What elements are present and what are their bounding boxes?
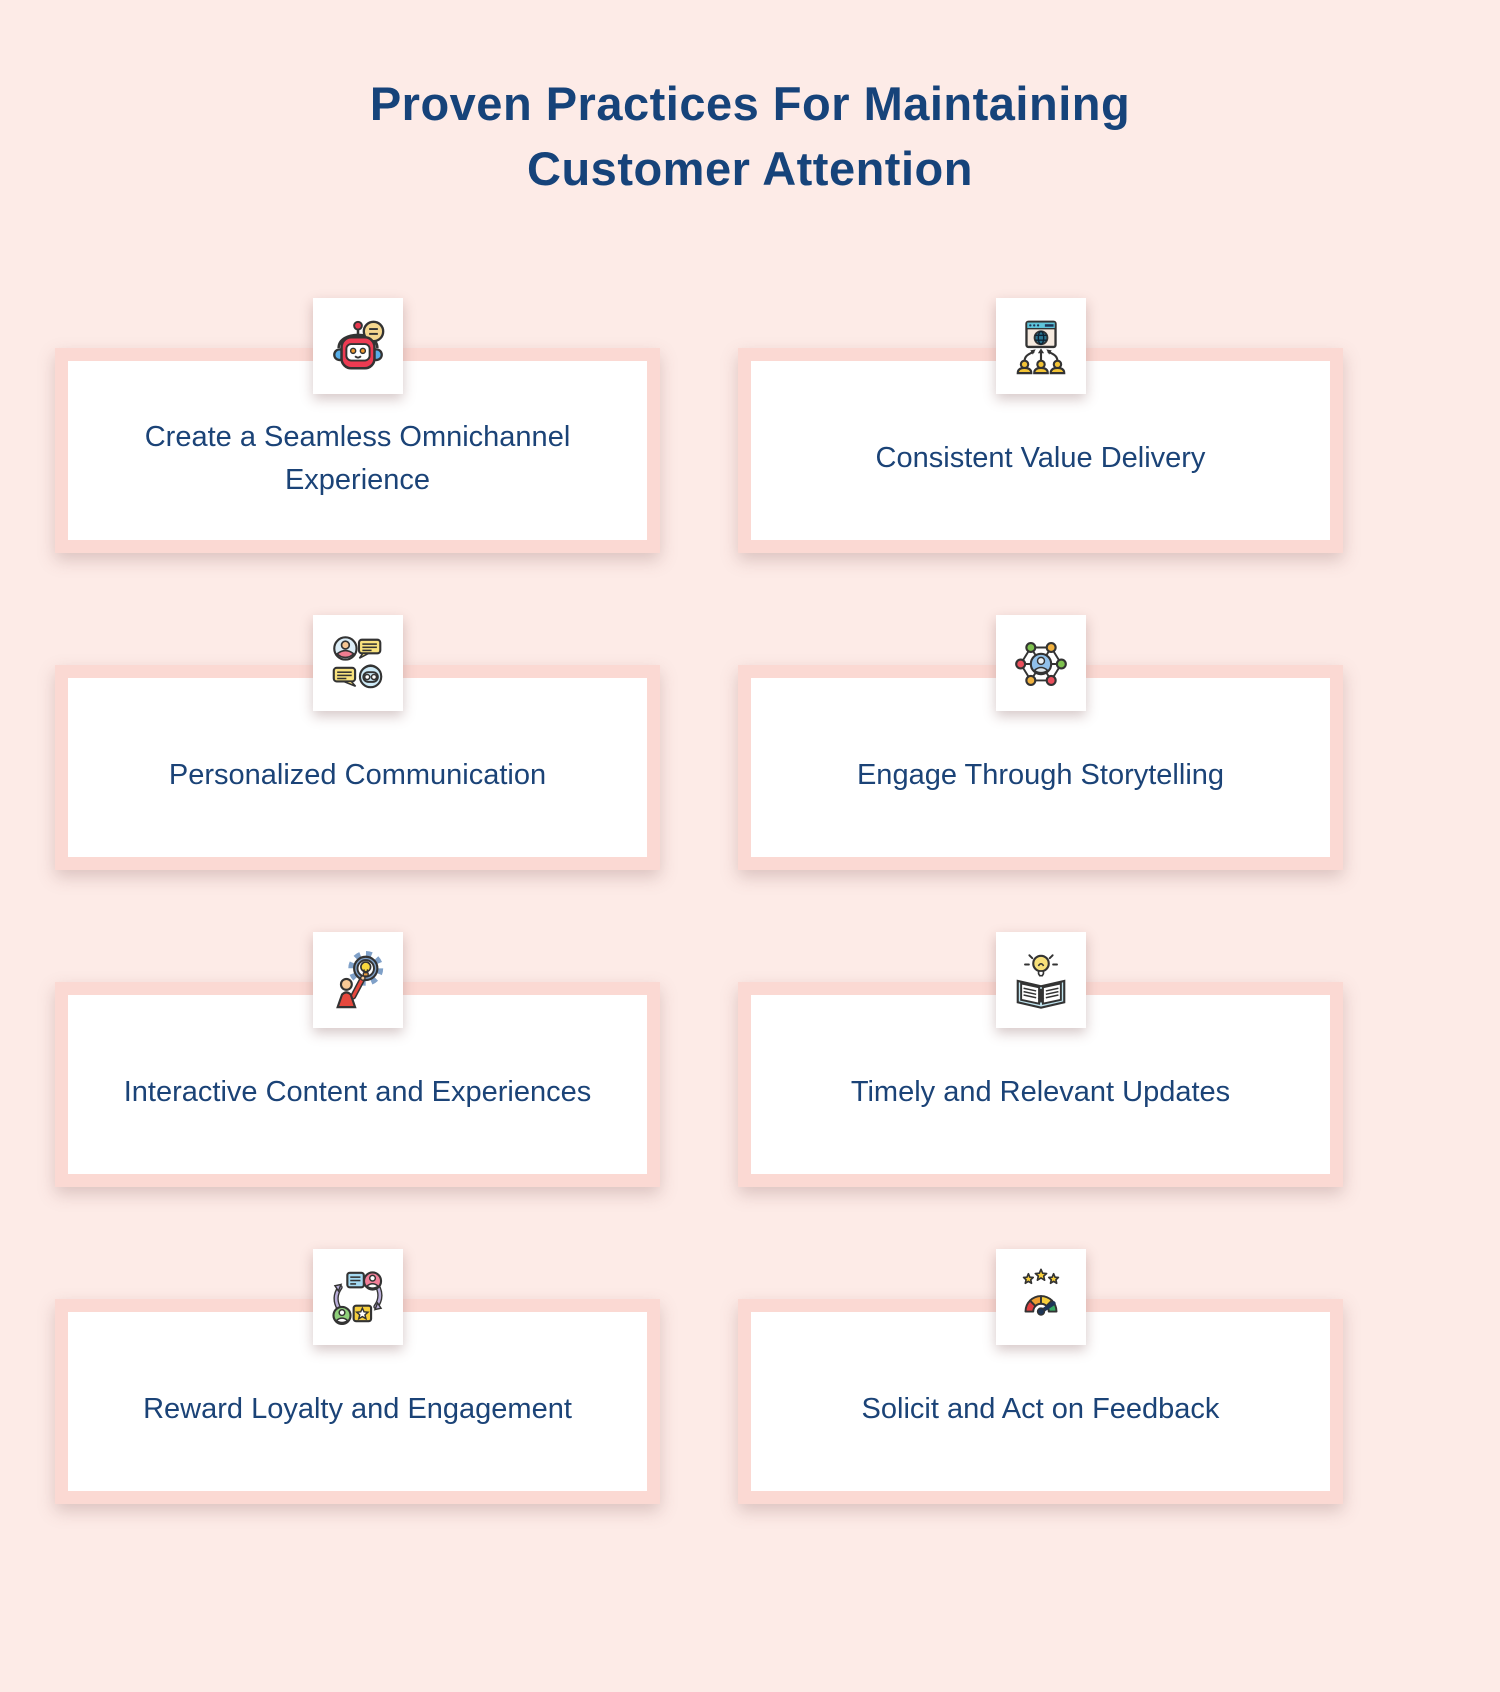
person-bot-chat-icon: [312, 614, 403, 711]
card-interactive-content: Interactive Content and Experiences: [55, 931, 660, 1187]
card-label: Personalized Communication: [168, 759, 547, 792]
card-label: Consistent Value Delivery: [875, 442, 1206, 475]
card-timely-updates: Timely and Relevant Updates: [738, 931, 1343, 1187]
person-gear-lightbulb-icon: [312, 931, 403, 1028]
card-label: Engage Through Storytelling: [856, 759, 1225, 792]
card-label: Interactive Content and Experiences: [123, 1076, 592, 1109]
card-personalized-communication: Personalized Communication: [55, 614, 660, 870]
book-lightbulb-icon: [995, 931, 1086, 1028]
card-consistent-value: Consistent Value Delivery: [738, 297, 1343, 553]
card-label: Reward Loyalty and Engagement: [143, 1393, 572, 1426]
practice-card: Create a Seamless Omnichannel Experience: [55, 347, 660, 553]
card-label: Timely and Relevant Updates: [850, 1076, 1231, 1109]
card-storytelling: Engage Through Storytelling: [738, 614, 1343, 870]
person-network-icon: [995, 614, 1086, 711]
card-label: Solicit and Act on Feedback: [861, 1393, 1220, 1426]
card-reward-loyalty: Reward Loyalty and Engagement: [55, 1248, 660, 1504]
globe-distribution-icon: [995, 297, 1086, 394]
feedback-gauge-icon: [995, 1248, 1086, 1345]
page-title: Proven Practices For Maintaining Custome…: [369, 77, 1131, 195]
card-feedback: Solicit and Act on Feedback: [738, 1248, 1343, 1504]
card-omnichannel-experience: Create a Seamless Omnichannel Experience: [55, 297, 660, 553]
chatbot-robot-icon: [312, 297, 403, 394]
loyalty-cycle-icon: [312, 1248, 403, 1345]
card-label: Create a Seamless Omnichannel Experience: [144, 420, 571, 497]
practices-grid: Create a Seamless Omnichannel Experience: [0, 297, 1500, 1504]
